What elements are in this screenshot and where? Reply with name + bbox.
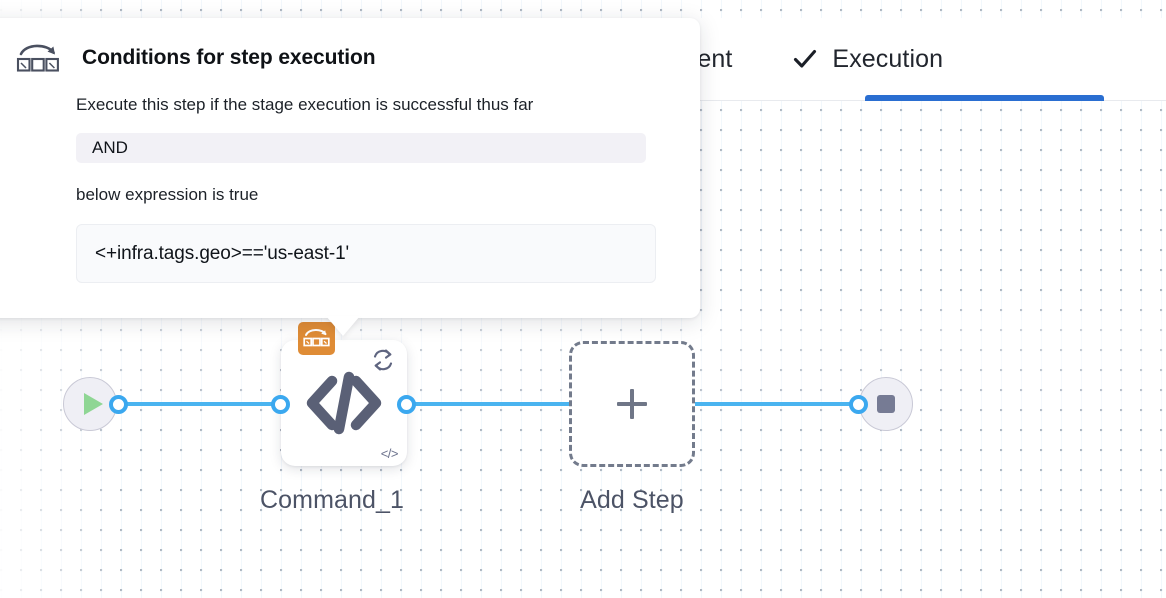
port-end-input[interactable]	[849, 395, 868, 414]
connector-command-to-add-step	[398, 402, 578, 406]
code-icon-mini: </>	[380, 446, 399, 461]
tab-execution-label: Execution	[832, 44, 944, 73]
popup-pointer	[326, 316, 360, 336]
step-label-command-1: Command_1	[260, 486, 405, 514]
expression-value: <+infra.tags.geo>=='us-east-1'	[95, 242, 350, 264]
port-start-output[interactable]	[109, 395, 128, 414]
popup-title: Conditions for step execution	[82, 46, 376, 69]
add-step-label: Add Step	[580, 486, 684, 514]
connector-add-step-to-end	[690, 402, 870, 406]
port-command-output[interactable]	[397, 395, 416, 414]
conditions-popup: Conditions for step execution Execute th…	[0, 18, 700, 318]
tab-active-underline	[865, 95, 1104, 101]
popup-header: Conditions for step execution	[16, 42, 376, 74]
add-step-button[interactable]	[569, 341, 695, 467]
tab-execution[interactable]: Execution	[792, 18, 943, 100]
port-command-input[interactable]	[271, 395, 290, 414]
connector-start-to-command	[110, 402, 310, 406]
operator-field[interactable]: AND	[76, 133, 646, 163]
pipeline-step-command-1[interactable]: </>	[281, 322, 407, 466]
popup-condition-line-1: Execute this step if the stage execution…	[76, 95, 534, 114]
stop-icon	[877, 395, 895, 413]
check-icon	[792, 46, 818, 72]
plus-icon-vertical	[630, 389, 634, 419]
operator-value: AND	[92, 138, 128, 157]
loop-icon	[368, 345, 398, 375]
play-icon	[83, 393, 103, 415]
expression-field[interactable]: <+infra.tags.geo>=='us-east-1'	[76, 224, 656, 283]
conditional-execution-icon	[16, 42, 60, 74]
popup-condition-line-2: below expression is true	[76, 185, 259, 204]
popup-body: Execute this step if the stage execution…	[76, 94, 656, 283]
